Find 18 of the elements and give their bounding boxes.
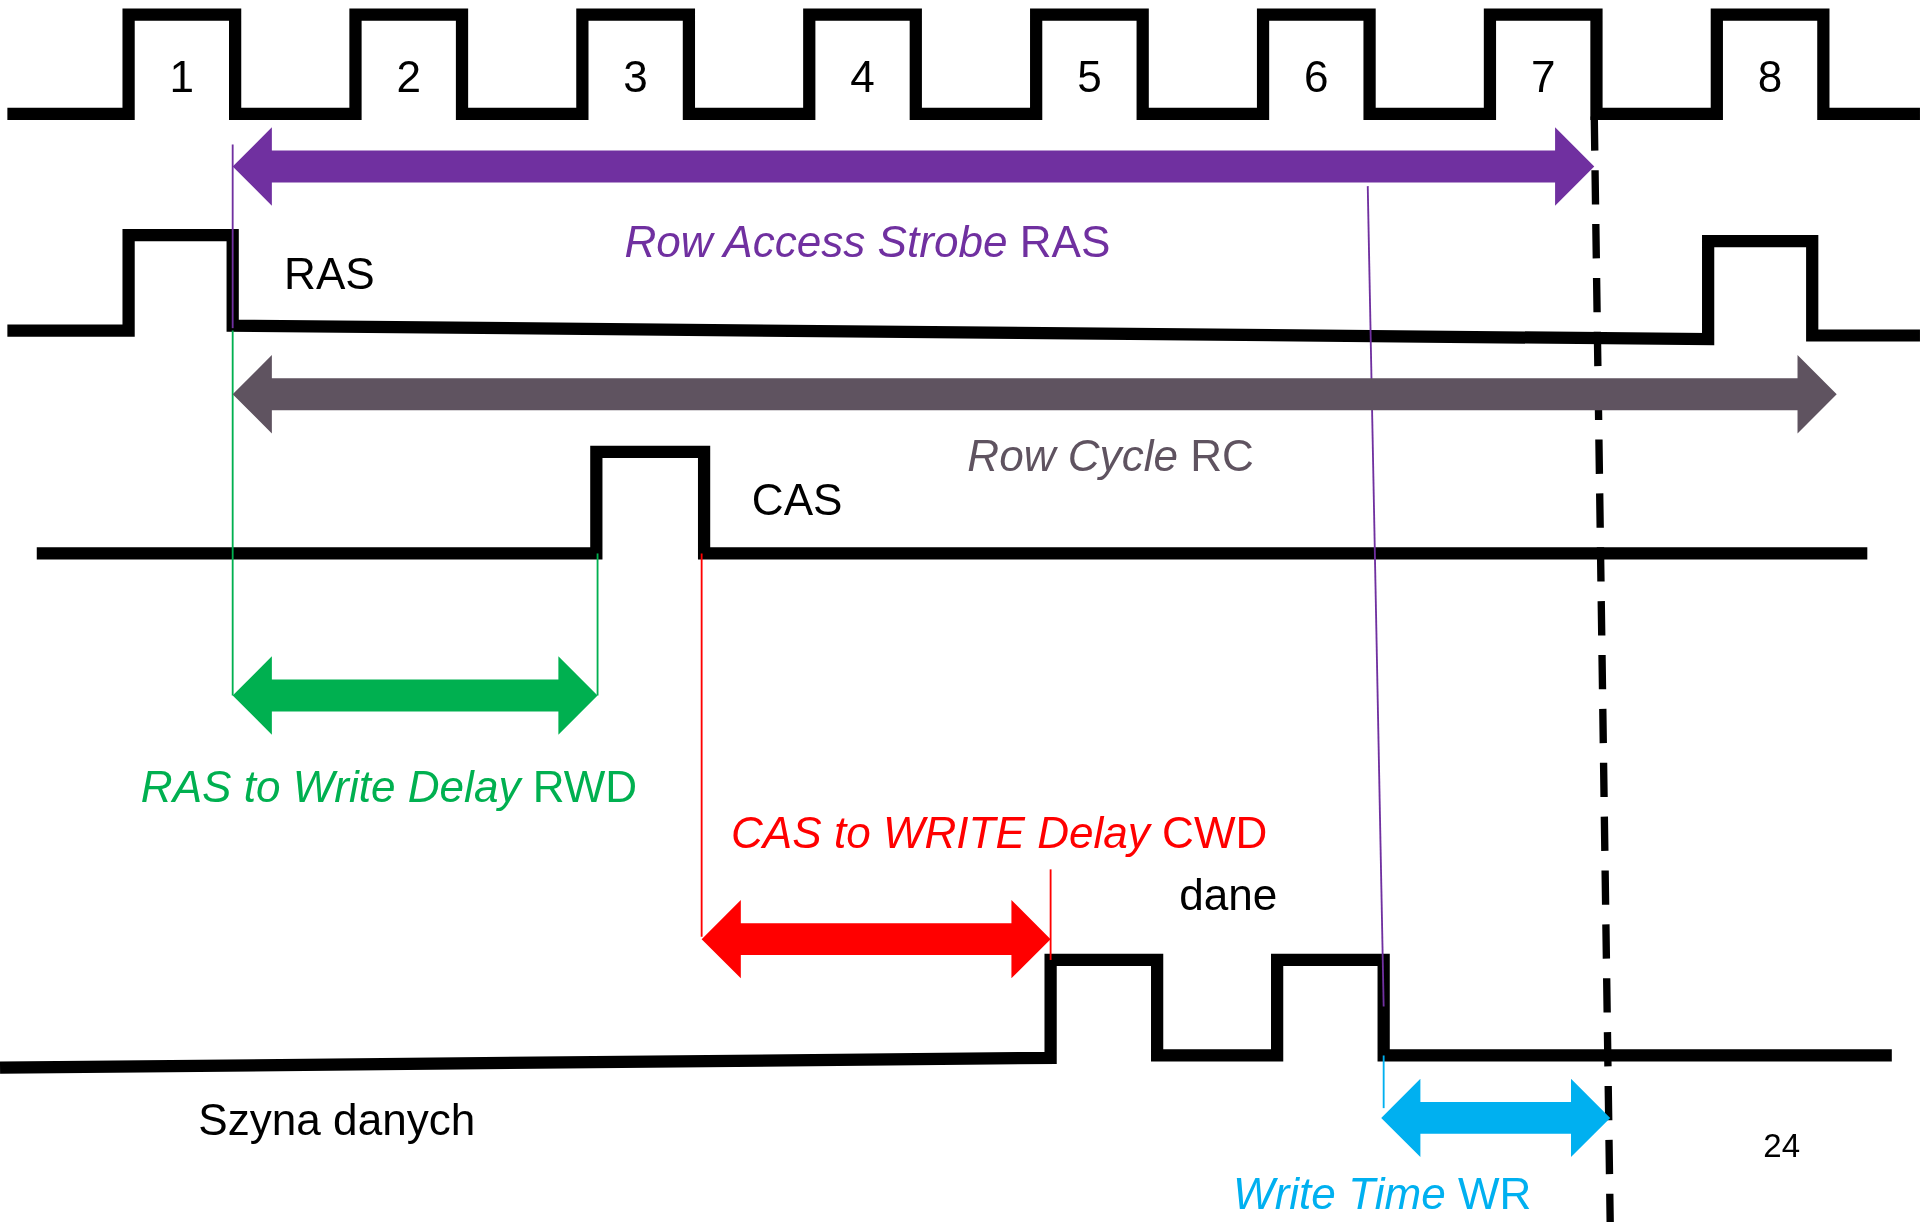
signal-label: RAS	[284, 250, 375, 299]
clock-cycle-number: 7	[1530, 52, 1556, 102]
clock-cycle-number: 6	[1304, 52, 1329, 102]
timing-label: Row Access Strobe RAS	[624, 218, 1111, 267]
clock-cycle-number: 2	[396, 52, 421, 102]
signal-label: dane	[1179, 870, 1278, 920]
clock-cycle-number: 5	[1077, 52, 1102, 102]
signal-label: Szyna danych	[198, 1096, 476, 1145]
clock-cycle-number: 3	[623, 52, 648, 102]
timing-label: CAS to WRITE Delay CWD	[731, 808, 1268, 857]
timing-label: RAS to Write Delay RWD	[140, 763, 638, 812]
clock-cycle-number: 8	[1757, 52, 1783, 102]
timing-label: Row Cycle RC	[967, 431, 1254, 480]
timing-label: Write Time WR	[1233, 1169, 1532, 1219]
clock-cycle-number: 4	[850, 52, 875, 102]
clock-cycle-number: 1	[169, 52, 195, 102]
page-number: 24	[1763, 1127, 1800, 1165]
signal-label: CAS	[751, 475, 843, 524]
